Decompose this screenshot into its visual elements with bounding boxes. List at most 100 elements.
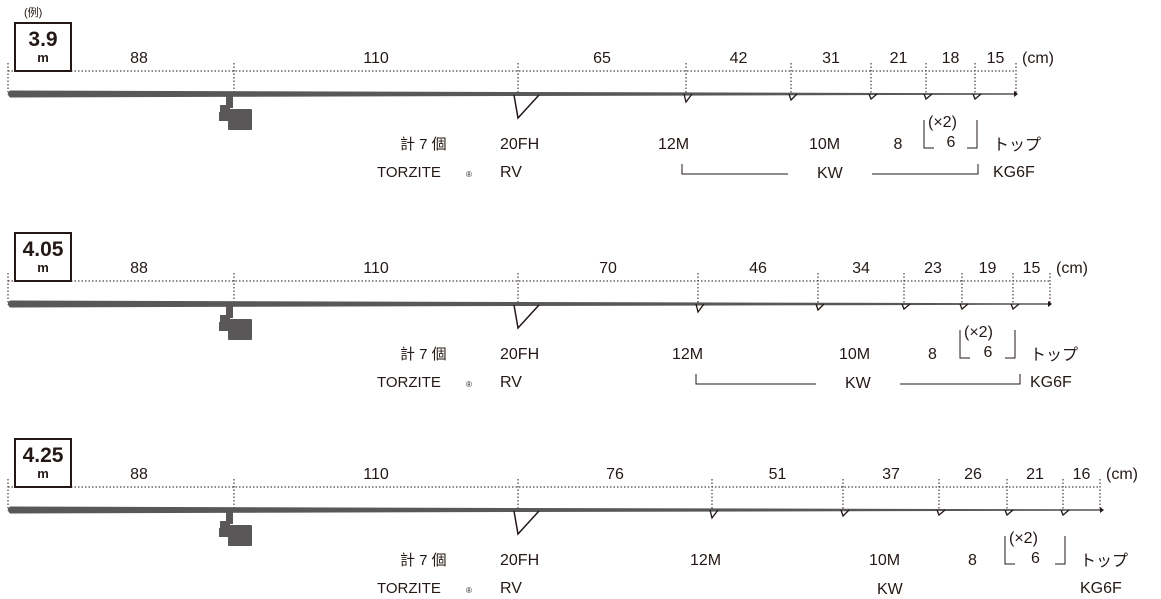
guide-icon-2 — [840, 509, 850, 518]
registered-mark: ® — [466, 380, 472, 389]
segment-length-6: 21 — [889, 50, 908, 67]
guide-icon-4 — [923, 93, 933, 101]
segment-length-8: 15 — [986, 50, 1005, 67]
first-guide-type: RV — [500, 580, 522, 597]
kw-guide-2: 10M — [869, 552, 901, 569]
segment-length-5: 31 — [822, 50, 840, 67]
kw-guide-2: 10M — [839, 346, 871, 363]
segment-length-2: 110 — [363, 50, 389, 67]
rod-drawing — [7, 63, 1018, 175]
segment-length-4: 42 — [729, 50, 748, 67]
kw-label: KW — [817, 165, 843, 182]
first-guide-icon — [513, 94, 540, 120]
guide-brand: TORZITE — [377, 580, 441, 597]
example-label: (例) — [24, 7, 43, 19]
top-guide-mark — [1048, 301, 1052, 307]
first-guide-icon — [513, 510, 540, 536]
rod-length-unit: m — [37, 466, 49, 481]
unit-label: (cm) — [1022, 50, 1054, 67]
segment-length-6: 26 — [964, 466, 982, 483]
kw-guide-1: 12M — [658, 136, 690, 153]
top-label: トップ — [1080, 553, 1129, 570]
guide-icon-5 — [972, 93, 982, 101]
guide-count: 計 7 個 — [400, 136, 447, 153]
kw-guide-1: 12M — [690, 552, 722, 569]
reel-icon — [219, 306, 252, 340]
guide-icon-4 — [959, 303, 969, 311]
segment-length-6: 23 — [924, 260, 942, 277]
kw-label: KW — [845, 375, 871, 392]
first-guide-model: 20FH — [500, 346, 540, 363]
first-guide-model: 20FH — [500, 136, 540, 153]
guide-count: 計 7 個 — [400, 346, 447, 363]
rod-length-value: 4.25 — [22, 444, 64, 467]
segment-length-7: 18 — [941, 50, 960, 67]
top-label: トップ — [993, 137, 1042, 154]
segment-length-5: 37 — [882, 466, 900, 483]
first-guide-icon — [513, 304, 540, 330]
kw-guide-1: 12M — [672, 346, 704, 363]
guide-icon-3 — [868, 93, 878, 101]
small-guide-bracket — [959, 330, 1016, 359]
small-guide-bracket — [923, 120, 978, 149]
small-guide-size: 6 — [946, 134, 956, 151]
segment-length-3: 76 — [606, 466, 624, 483]
top-model: KG6F — [1080, 580, 1122, 597]
guide-count: 計 7 個 — [400, 552, 447, 569]
kw-bracket — [695, 374, 1021, 385]
rod-length-value: 3.9 — [28, 28, 58, 51]
guide-icon-1 — [695, 303, 705, 314]
unit-label: (cm) — [1056, 260, 1088, 277]
segment-length-4: 46 — [749, 260, 767, 277]
segment-length-8: 15 — [1022, 260, 1041, 277]
reel-icon — [219, 512, 252, 546]
rod-drawing — [7, 273, 1052, 385]
segment-length-2: 110 — [363, 260, 389, 277]
guide-icon-3 — [901, 303, 911, 311]
guide-icon-5 — [1010, 303, 1020, 311]
guide-icon-1 — [683, 93, 693, 104]
kw-bracket — [681, 164, 979, 175]
rod-blank — [8, 300, 1048, 308]
guide-icon-2 — [788, 93, 798, 102]
small-guide-size: 6 — [1031, 550, 1040, 567]
rod-blank — [8, 506, 1100, 514]
kw-label: KW — [877, 581, 903, 598]
reel-icon — [219, 96, 252, 130]
segment-length-4: 51 — [768, 466, 787, 483]
kw-guide-3: 8 — [928, 346, 937, 363]
guide-icon-5 — [1060, 509, 1070, 517]
guide-icon-4 — [1004, 509, 1014, 517]
small-guide-size: 6 — [983, 344, 993, 361]
unit-label: (cm) — [1106, 466, 1138, 483]
top-label: トップ — [1030, 347, 1079, 364]
guide-brand: TORZITE — [377, 164, 441, 181]
rod-length-unit: m — [37, 260, 49, 275]
guide-brand: TORZITE — [377, 374, 441, 391]
rod-length-unit: m — [37, 50, 49, 65]
guide-icon-2 — [815, 303, 825, 312]
segment-length-3: 65 — [593, 50, 611, 67]
top-model: KG6F — [1030, 374, 1072, 391]
segment-length-5: 34 — [852, 260, 870, 277]
kw-guide-3: 8 — [893, 136, 903, 153]
segment-length-1: 88 — [130, 50, 148, 67]
rod-length-value: 4.05 — [22, 238, 64, 261]
registered-mark: ® — [466, 586, 472, 595]
registered-mark: ® — [466, 170, 472, 179]
segment-length-1: 88 — [130, 466, 148, 483]
top-guide-mark — [1100, 507, 1104, 513]
first-guide-type: RV — [500, 164, 522, 181]
guide-icon-1 — [709, 509, 719, 520]
segment-length-7: 21 — [1026, 466, 1044, 483]
guide-icon-3 — [936, 509, 946, 517]
segment-length-2: 110 — [363, 466, 389, 483]
segment-length-1: 88 — [130, 260, 148, 277]
segment-length-3: 70 — [599, 260, 617, 277]
kw-guide-3: 8 — [968, 552, 977, 569]
top-model: KG6F — [993, 164, 1035, 181]
